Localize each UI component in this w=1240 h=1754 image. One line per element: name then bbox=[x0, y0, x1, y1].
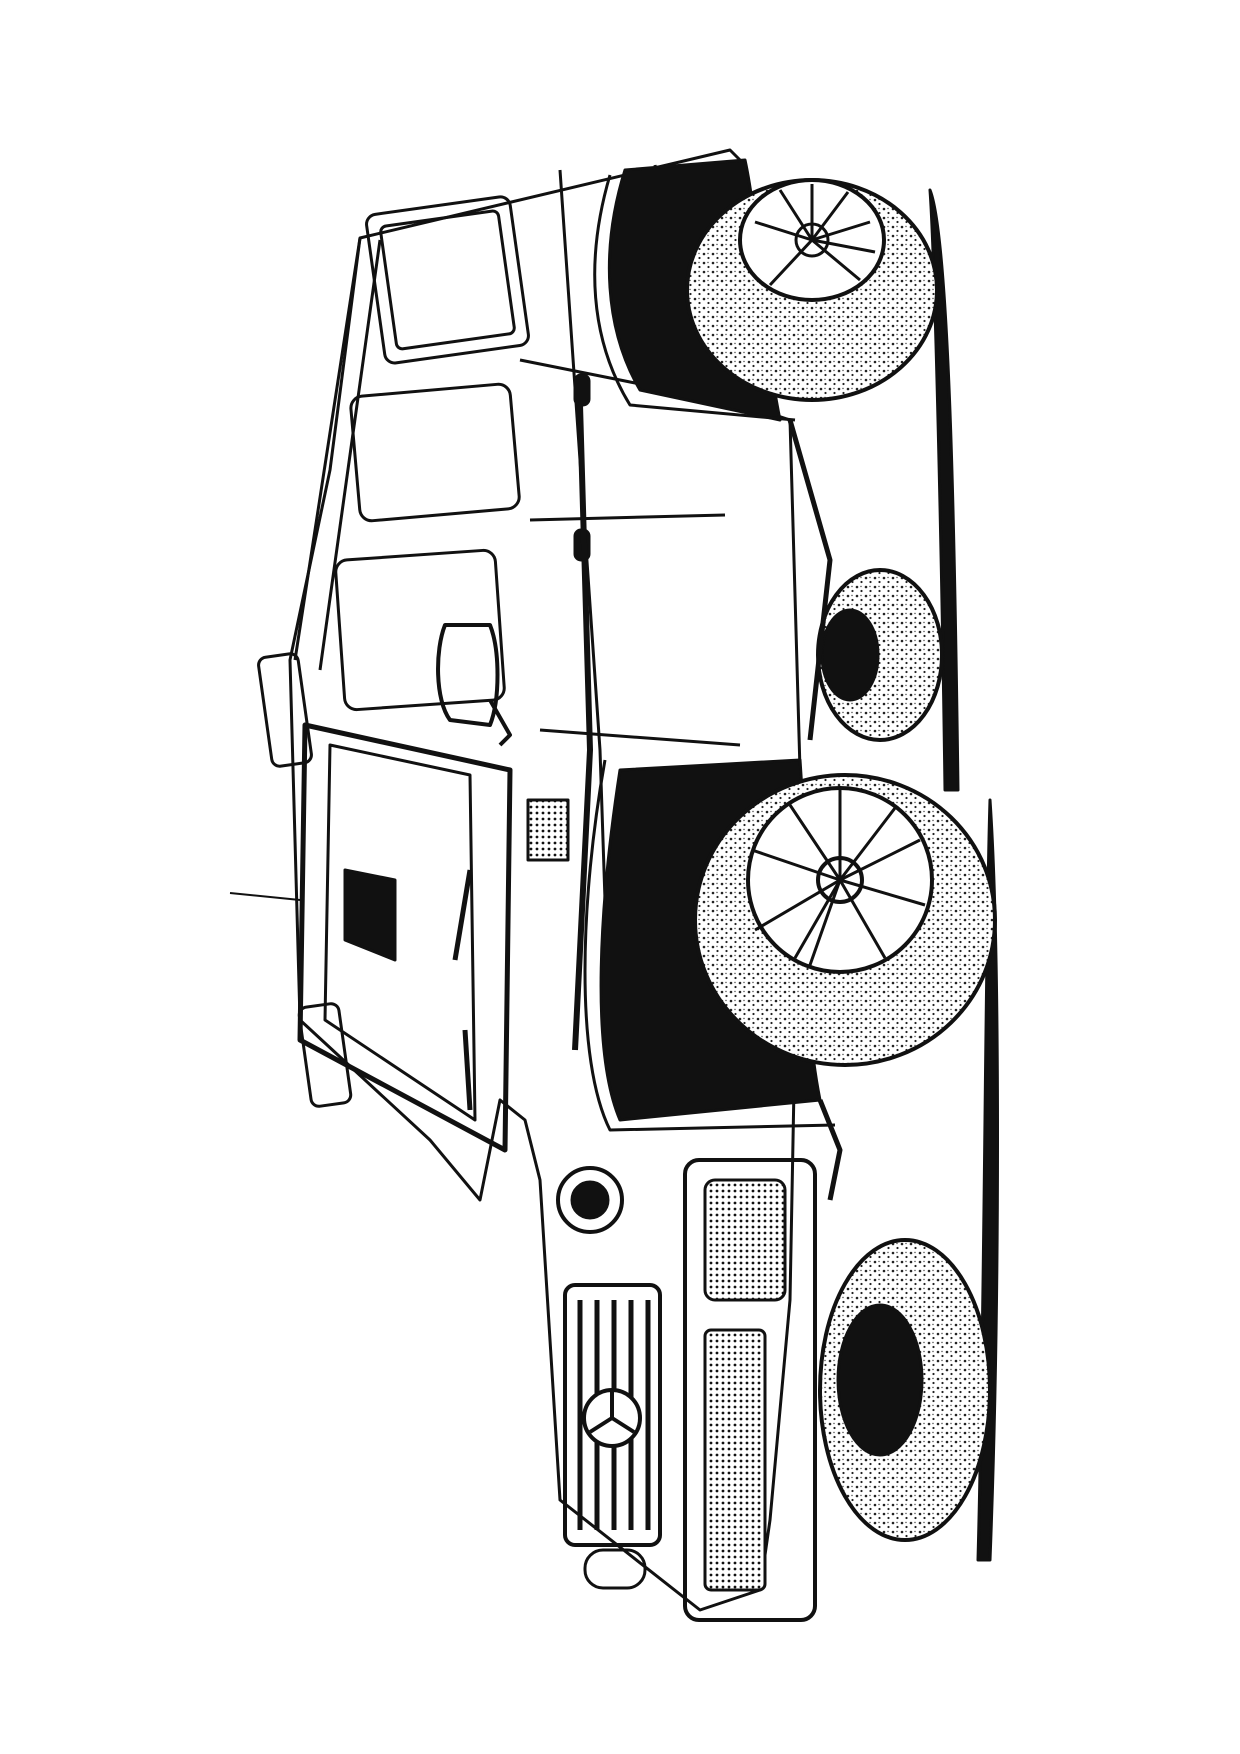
front-fender-outer bbox=[583, 759, 836, 1132]
underbody bbox=[817, 1099, 843, 1201]
hood-vent bbox=[526, 798, 570, 862]
headlight bbox=[556, 1166, 624, 1234]
bumper-mesh-lower bbox=[703, 1328, 767, 1592]
wiper-left bbox=[452, 869, 473, 961]
front-door-window bbox=[334, 548, 506, 712]
antenna bbox=[229, 892, 301, 901]
headlight-inner bbox=[570, 1180, 610, 1220]
rear-quarter-window bbox=[365, 195, 530, 365]
side-mirror bbox=[436, 623, 500, 727]
rear-door-window bbox=[349, 382, 521, 523]
front-grille bbox=[563, 1283, 662, 1547]
rear-wheel bbox=[685, 178, 939, 402]
emblem-star bbox=[588, 1392, 636, 1434]
roof-line-inner bbox=[318, 239, 382, 671]
bumper-mesh-upper bbox=[703, 1178, 787, 1302]
front-wheel bbox=[693, 773, 997, 1067]
windshield-frame bbox=[297, 722, 513, 1153]
door-seam-3 bbox=[539, 728, 741, 747]
rear-far-wheel bbox=[816, 568, 944, 742]
wiper-right bbox=[462, 1029, 473, 1111]
front-bumper bbox=[683, 1158, 817, 1622]
windshield-glass bbox=[323, 743, 477, 1122]
front-far-wheel bbox=[818, 1238, 992, 1542]
rear-quarter-window-inner bbox=[379, 209, 516, 351]
vehicle bbox=[229, 148, 999, 1622]
ground-shadow-upper bbox=[928, 188, 960, 792]
roof-light-right bbox=[297, 1002, 353, 1108]
door-handle-rear bbox=[573, 373, 591, 407]
fog-light bbox=[583, 1548, 647, 1590]
watermark-text bbox=[1188, 30, 1218, 240]
rear-fender-outer bbox=[593, 174, 796, 422]
side-trim bbox=[572, 404, 593, 1051]
roof-line bbox=[293, 237, 362, 661]
watermark bbox=[1188, 30, 1218, 240]
windshield-shadow bbox=[343, 868, 397, 962]
side-mirror-stem bbox=[488, 699, 512, 747]
roof-light-left bbox=[257, 652, 313, 768]
door-seam-2 bbox=[529, 513, 726, 522]
chassis-rail bbox=[787, 419, 833, 741]
